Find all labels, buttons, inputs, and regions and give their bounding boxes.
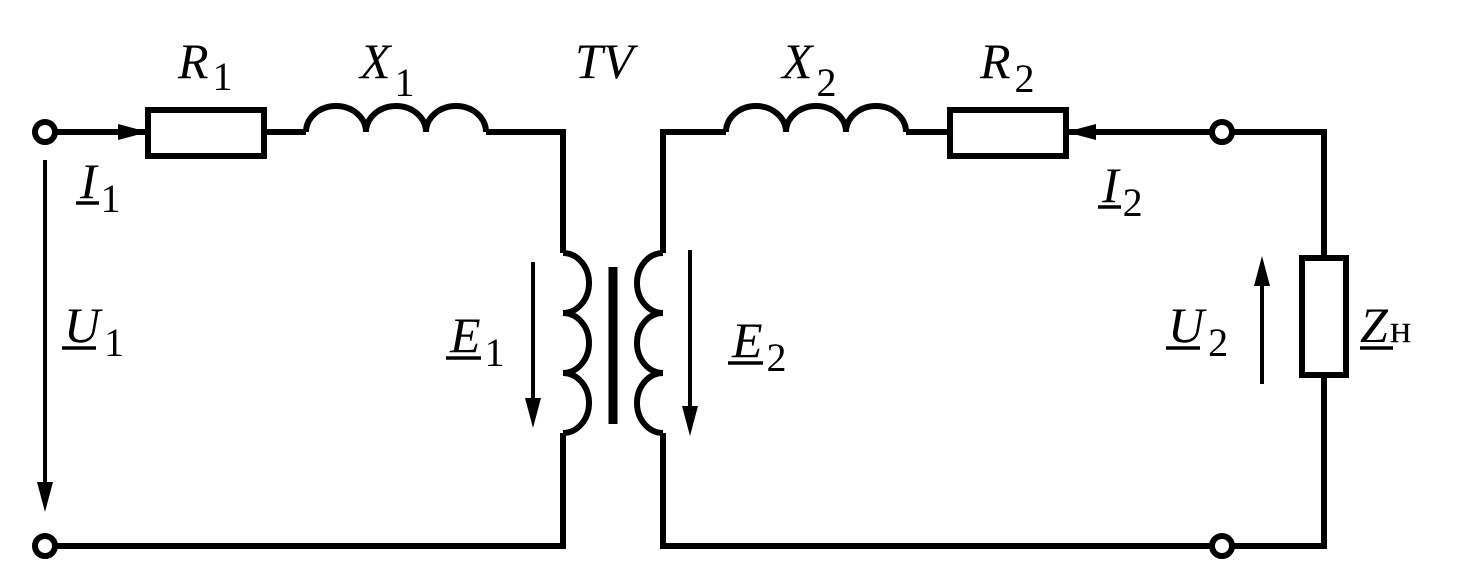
secondary-top-wire-left <box>660 129 726 253</box>
terminal-secondary-top <box>1209 119 1235 145</box>
secondary-top-wire-right <box>1066 129 1327 258</box>
label-tv: TV <box>575 33 639 89</box>
terminal-primary-top <box>32 119 58 145</box>
primary-top-wire-right <box>486 129 566 253</box>
secondary-winding <box>634 250 664 436</box>
primary-winding <box>562 250 592 436</box>
terminal-primary-bottom <box>32 533 58 559</box>
voltage-u1-arrow <box>37 160 53 512</box>
inductor-x2 <box>723 103 909 133</box>
secondary-bottom-wire <box>660 433 1222 549</box>
voltage-u2-arrow <box>1254 256 1270 384</box>
resistor-r2 <box>947 107 1069 159</box>
secondary-right-wire-lower <box>1222 375 1327 549</box>
current-i2-arrow <box>1066 124 1096 140</box>
emf-e1-arrow <box>525 262 541 428</box>
secondary-circuit <box>660 129 1327 549</box>
terminal-secondary-bottom <box>1209 533 1235 559</box>
emf-e2-arrow <box>682 250 698 436</box>
primary-bottom-wire <box>45 433 566 549</box>
resistor-r1 <box>145 107 267 159</box>
current-i1-arrow <box>118 124 148 140</box>
load-impedance-zn <box>1299 255 1349 378</box>
inductor-x1 <box>303 103 489 133</box>
label-zn: Zн <box>1360 297 1411 353</box>
